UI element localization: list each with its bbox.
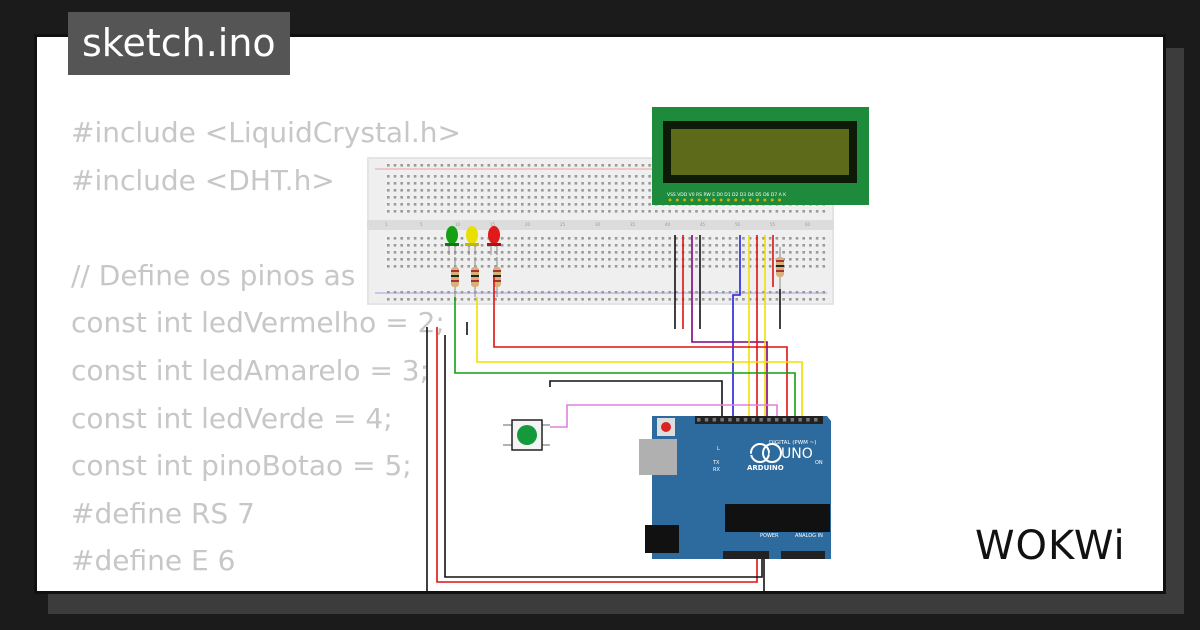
preview-card: #include <LiquidCrystal.h> #include <DHT.…	[34, 34, 1166, 594]
resistors	[451, 247, 784, 297]
board-name: UNO	[781, 446, 813, 462]
breadboard-column-number: 10	[455, 222, 461, 227]
analog-label: ANALOG IN	[795, 533, 823, 539]
code-line: const int ledVerde = 4;	[71, 401, 393, 435]
breadboard-column-number: 60	[805, 222, 811, 227]
board-brand: ARDUINO	[747, 464, 784, 472]
breadboard-column-number: 25	[560, 222, 566, 227]
breadboard-column-number: 40	[665, 222, 671, 227]
breadboard-column-number: 45	[700, 222, 706, 227]
digital-label: DIGITAL (PWM ~)	[769, 440, 816, 446]
code-line: #include <DHT.h>	[71, 163, 335, 197]
svg-text:+: +	[768, 450, 776, 460]
code-line: const int ledVermelho = 2;	[71, 306, 445, 340]
breadboard-column-number: 15	[490, 222, 496, 227]
code-line: const int pinoBotao = 5;	[71, 449, 412, 483]
push-button[interactable]	[503, 419, 550, 451]
power-label: POWER	[760, 533, 779, 539]
wokwi-logo: WOKWi	[975, 523, 1126, 569]
code-line: #define RS 7	[71, 496, 255, 530]
led-yellow	[465, 226, 479, 255]
breadboard-column-number: 5	[420, 222, 423, 227]
code-preview: #include <LiquidCrystal.h> #include <DHT.…	[71, 109, 461, 591]
code-line: #include <LiquidCrystal.h>	[71, 116, 461, 149]
sketch-title: sketch.ino	[68, 12, 290, 75]
led-red	[487, 226, 501, 255]
led-label-l: L	[717, 446, 720, 452]
breadboard-column-number: 50	[735, 222, 741, 227]
wires	[426, 235, 803, 591]
led-label-tx: TX	[712, 460, 720, 466]
on-label: ON	[815, 460, 823, 466]
breadboard-column-number: 55	[770, 222, 776, 227]
led-label-rx: RX	[713, 467, 720, 473]
breadboard-column-number: 20	[525, 222, 531, 227]
svg-text:-: -	[749, 450, 753, 460]
led-green	[445, 226, 459, 255]
lcd-display: VSS VDD V0 RS RW E D0 D1 D2 D3 D4 D5 D6 …	[652, 107, 869, 205]
breadboard-column-number: 1	[385, 222, 388, 227]
breadboard-column-number: 30	[595, 222, 601, 227]
arduino-uno: - + UNO ARDUINO DIGITAL (PWM ~) POWER AN…	[639, 416, 831, 559]
code-line: #define E 6	[71, 544, 236, 578]
wokwi-logo-text: WOKWi	[975, 523, 1126, 569]
code-line: const int ledAmarelo = 3;	[71, 353, 430, 387]
lcd-pin-labels: VSS VDD V0 RS RW E D0 D1 D2 D3 D4 D5 D6 …	[667, 192, 787, 198]
breadboard-column-number: 35	[630, 222, 636, 227]
code-line: // Define os pinos as	[71, 258, 356, 292]
